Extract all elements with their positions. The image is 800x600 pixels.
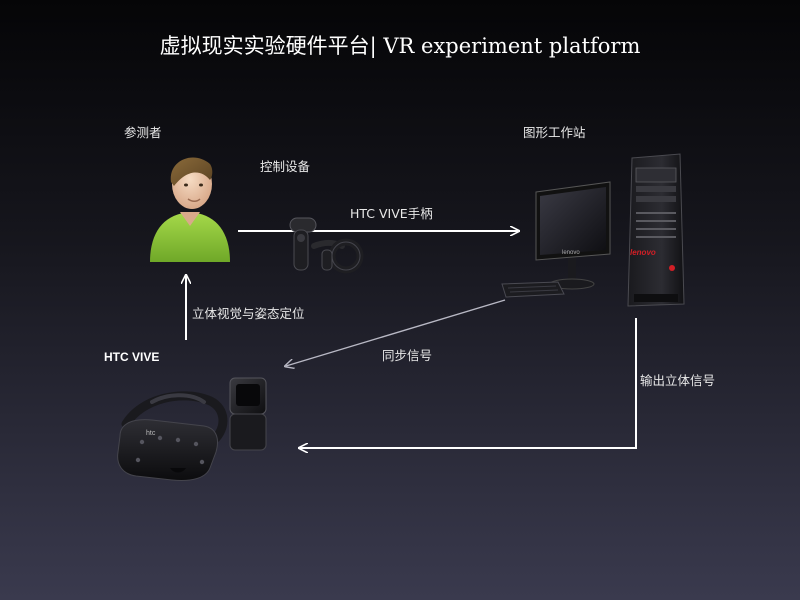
headset-brand-logo: htc [146, 430, 156, 437]
participant-label: 参测者 [124, 125, 162, 140]
output-arrow [300, 318, 637, 448]
person-icon [150, 157, 230, 262]
headset-label: HTC VIVE [104, 350, 160, 364]
base-station-icon [229, 377, 267, 451]
tracking-edge-label: 立体视觉与姿态定位 [192, 306, 305, 321]
control-device-label: 控制设备 [260, 159, 311, 174]
sync-edge-label: 同步信号 [382, 348, 433, 363]
tower-brand-logo: lenovo [630, 248, 656, 257]
monitor-brand-logo: lenovo [562, 250, 580, 256]
controller-edge-label: HTC VIVE手柄 [350, 206, 433, 221]
sync-arrow [286, 299, 506, 366]
vr-headset-icon [117, 391, 228, 481]
workstation-label: 图形工作站 [523, 125, 586, 140]
vr-controller-icon [289, 217, 364, 274]
output-edge-label: 输出立体信号 [640, 373, 716, 388]
workstation-icon [501, 153, 685, 307]
slide-title: 虚拟现实实验硬件平台| VR experiment platform [159, 34, 641, 58]
